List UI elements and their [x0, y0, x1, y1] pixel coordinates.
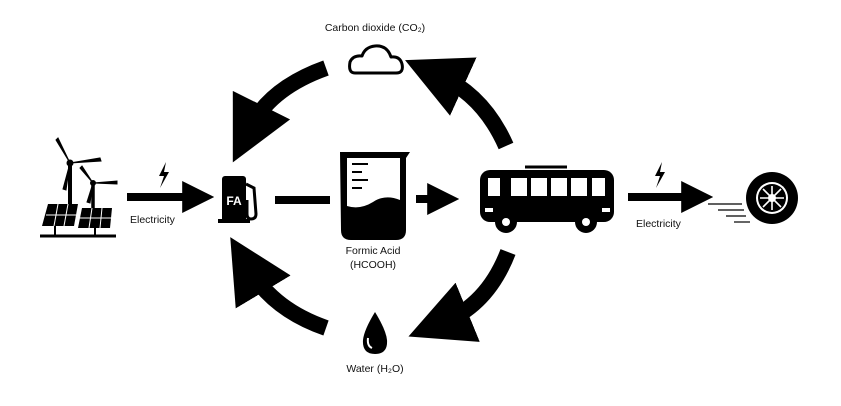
formic-acid-name: Formic Acid: [345, 245, 401, 257]
arrow-icon: [408, 249, 516, 342]
lightning-icon: [655, 162, 665, 188]
wind-turbine-icon: [55, 137, 118, 215]
water-label: Water (H₂O): [346, 363, 404, 375]
lightning-icon: [159, 162, 169, 188]
cloud-icon: [348, 44, 404, 75]
solar-panel-icon: [40, 203, 116, 238]
wheel-icon: [708, 172, 798, 224]
electricity-label-left: Electricity: [130, 214, 175, 226]
electricity-label-right: Electricity: [636, 218, 681, 230]
co2-label: Carbon dioxide (CO₂): [324, 22, 426, 34]
arrow-icon: [405, 57, 514, 150]
arrow-icon: [230, 237, 329, 336]
beaker-icon: [340, 152, 410, 240]
arrow-icon: [232, 60, 329, 163]
fuel-pump-icon: FA: [218, 176, 258, 223]
pump-letters: FA: [226, 194, 242, 208]
water-drop-icon: [362, 312, 388, 354]
bus-icon: [480, 165, 614, 233]
formic-acid-formula: (HCOOH): [349, 259, 397, 271]
